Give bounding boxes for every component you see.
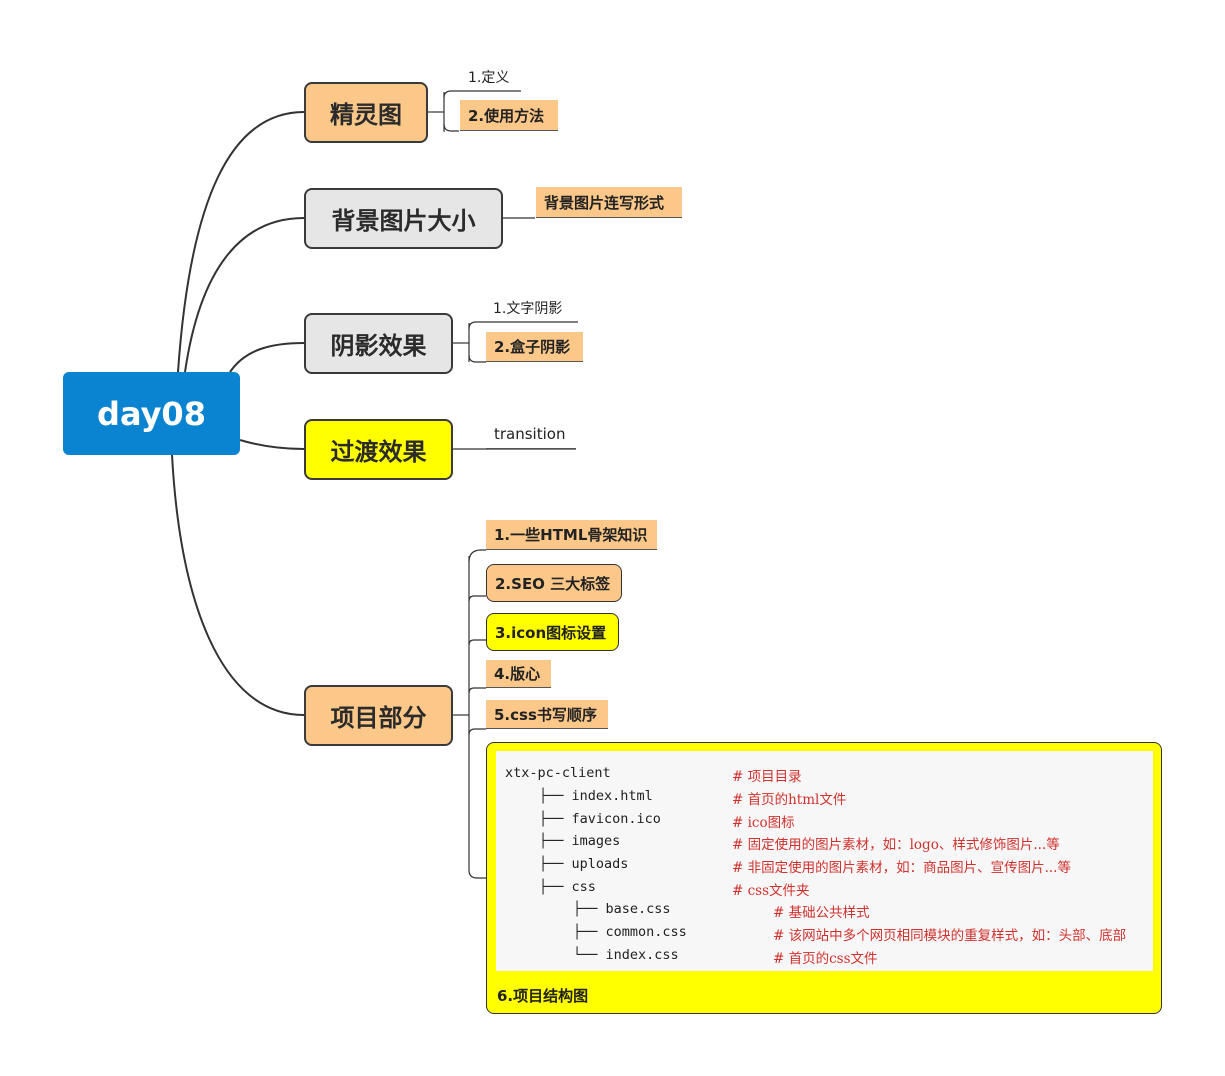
code-comment: # 非固定使用的图片素材，如：商品图片、宣传图片...等 bbox=[732, 860, 1071, 876]
code-block: xtx-pc-client # 项目目录 ├── index.html # 首页… bbox=[496, 751, 1153, 971]
code-comment: # 项目目录 bbox=[732, 769, 802, 785]
code-path-line: ├── uploads bbox=[539, 856, 629, 872]
code-comment: # 首页的css文件 bbox=[773, 951, 878, 967]
code-path-line: └── index.css bbox=[573, 947, 679, 963]
subtopic-seo-tags[interactable]: 2.SEO 三大标签 bbox=[486, 564, 622, 602]
link-root-project bbox=[171, 454, 305, 716]
subtopic-transition-property[interactable]: transition bbox=[486, 420, 576, 449]
subtopic-text-shadow[interactable]: 1.文字阴影 bbox=[493, 300, 563, 317]
code-path-line: ├── images bbox=[539, 833, 621, 849]
subtopic-layout-center[interactable]: 4.版心 bbox=[486, 660, 551, 688]
code-path-line: ├── css bbox=[539, 879, 596, 895]
code-path-line: ├── favicon.ico bbox=[539, 811, 661, 827]
link-root-transition bbox=[239, 439, 305, 450]
code-comment: # 首页的html文件 bbox=[732, 792, 847, 808]
topic-project[interactable]: 项目部分 bbox=[304, 685, 453, 746]
code-path-line: xtx-pc-client bbox=[505, 765, 611, 781]
link-root-shadow bbox=[229, 342, 305, 373]
code-path-line: ├── common.css bbox=[573, 924, 687, 940]
code-path-line: ├── index.html bbox=[539, 788, 653, 804]
subtopic-html-skeleton[interactable]: 1.一些HTML骨架知识 bbox=[486, 520, 657, 550]
subtopic-box-shadow[interactable]: 2.盒子阴影 bbox=[486, 332, 583, 362]
code-comment: # 基础公共样式 bbox=[773, 905, 870, 921]
topic-transition[interactable]: 过渡效果 bbox=[304, 419, 453, 480]
code-comment: # css文件夹 bbox=[732, 883, 810, 899]
code-comment: # 该网站中多个网页相同模块的重复样式，如：头部、底部 bbox=[773, 928, 1127, 944]
subtopic-icon-setting[interactable]: 3.icon图标设置 bbox=[486, 613, 619, 651]
root-node[interactable]: day08 bbox=[63, 372, 240, 455]
subtopic-usage[interactable]: 2.使用方法 bbox=[460, 100, 558, 131]
code-comment: # 固定使用的图片素材，如：logo、样式修饰图片...等 bbox=[732, 837, 1060, 853]
subtopic-project-structure: 6.项目结构图 bbox=[497, 987, 589, 1005]
link-root-bgsize bbox=[184, 217, 305, 373]
project-structure-card[interactable]: xtx-pc-client # 项目目录 ├── index.html # 首页… bbox=[486, 742, 1162, 1014]
subtopic-definition[interactable]: 1.定义 bbox=[468, 70, 510, 86]
topic-sprite[interactable]: 精灵图 bbox=[304, 82, 428, 143]
topic-shadow[interactable]: 阴影效果 bbox=[304, 313, 453, 374]
link-root-sprite bbox=[177, 111, 305, 373]
subtopic-css-order[interactable]: 5.css书写顺序 bbox=[486, 700, 608, 729]
subtopic-background-shorthand[interactable]: 背景图片连写形式 bbox=[536, 187, 682, 218]
topic-background-size[interactable]: 背景图片大小 bbox=[304, 188, 503, 249]
code-path-line: ├── base.css bbox=[573, 901, 671, 917]
code-comment: # ico图标 bbox=[732, 815, 795, 831]
